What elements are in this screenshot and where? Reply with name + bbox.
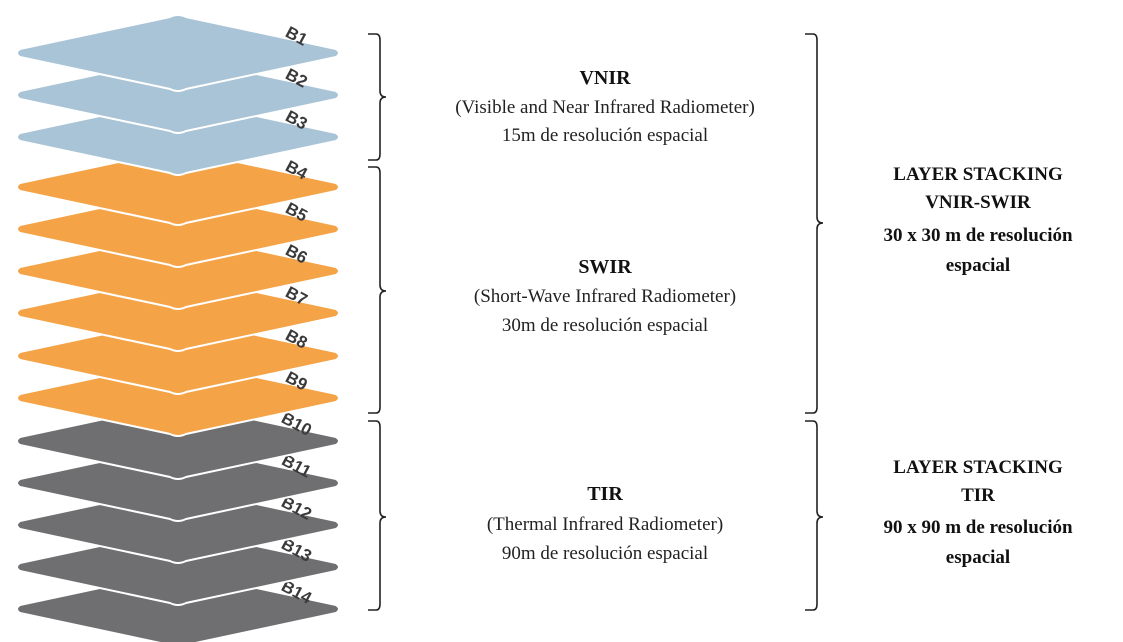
vnir-swir-stacking-resolution: 30 x 30 m de resolución	[883, 225, 1073, 246]
vnir-swir-stacking-brace	[805, 33, 824, 414]
swir-resolution: 30m de resolución espacial	[502, 315, 708, 336]
vnir-swir-stacking-line4: espacial	[946, 255, 1010, 276]
vnir-title: VNIR	[579, 67, 631, 89]
tir-stacking-brace	[805, 420, 824, 611]
tir-stacking-line2: TIR	[961, 485, 995, 506]
swir-full-name: (Short-Wave Infrared Radiometer)	[474, 286, 736, 307]
vnir-resolution: 15m de resolución espacial	[502, 125, 708, 146]
tir-full-name: (Thermal Infrared Radiometer)	[487, 514, 723, 535]
vnir-full-name: (Visible and Near Infrared Radiometer)	[455, 97, 755, 118]
tir-stacking-line4: espacial	[946, 547, 1010, 568]
tir-stacking-line1: LAYER STACKING	[893, 457, 1063, 478]
band-layer-b1	[16, 14, 340, 92]
vnir-brace	[368, 33, 387, 161]
tir-brace	[368, 420, 387, 611]
swir-title: SWIR	[578, 256, 632, 278]
swir-brace	[368, 166, 387, 414]
tir-stacking-resolution: 90 x 90 m de resolución	[883, 517, 1073, 538]
tir-title: TIR	[587, 483, 623, 505]
vnir-swir-stacking-line1: LAYER STACKING	[893, 164, 1063, 185]
tir-resolution: 90m de resolución espacial	[502, 543, 708, 564]
vnir-swir-stacking-line2: VNIR-SWIR	[925, 192, 1031, 213]
